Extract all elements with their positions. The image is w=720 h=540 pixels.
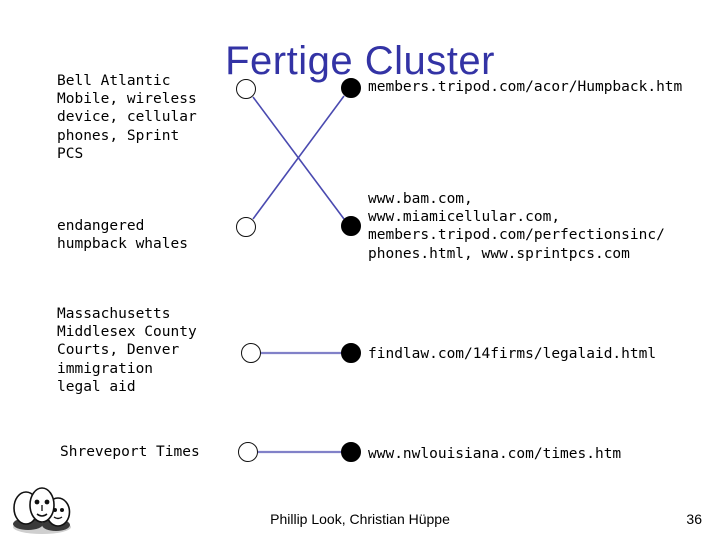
three-eggs-logo: [13, 487, 71, 534]
footer-page-number: 36: [686, 511, 702, 527]
cluster-3-urls: findlaw.com/14firms/legalaid.html: [368, 346, 657, 362]
cluster-2-url-node[interactable]: [341, 216, 361, 236]
cluster-2-urls: www.bam.com, www.miamicellular.com, memb…: [368, 191, 665, 262]
cluster-3-url-node[interactable]: [341, 343, 361, 363]
cluster-3-query-terms: Massachusetts Middlesex County Courts, D…: [57, 306, 197, 395]
cluster-2-query-node[interactable]: [236, 217, 256, 237]
footer-author: Phillip Look, Christian Hüppe: [270, 511, 450, 527]
cluster-4-urls: www.nwlouisiana.com/times.htm: [368, 446, 622, 462]
edge-query2-url1: [252, 95, 345, 220]
cluster-1-urls: members.tripod.com/acor/Humpback.htm: [368, 79, 683, 95]
cluster-2-query-terms: endangered humpback whales: [57, 218, 188, 253]
page-title: Fertige Cluster: [225, 38, 495, 83]
cluster-1-query-node[interactable]: [236, 79, 256, 99]
cluster-4-url-node[interactable]: [341, 442, 361, 462]
edge-query1-url2: [252, 96, 345, 220]
cluster-4-query-node[interactable]: [238, 442, 258, 462]
cluster-4-query-terms: Shreveport Times: [60, 444, 200, 460]
cluster-1-url-node[interactable]: [341, 78, 361, 98]
cluster-3-query-node[interactable]: [241, 343, 261, 363]
cluster-1-query-terms: Bell Atlantic Mobile, wireless device, c…: [57, 73, 197, 162]
